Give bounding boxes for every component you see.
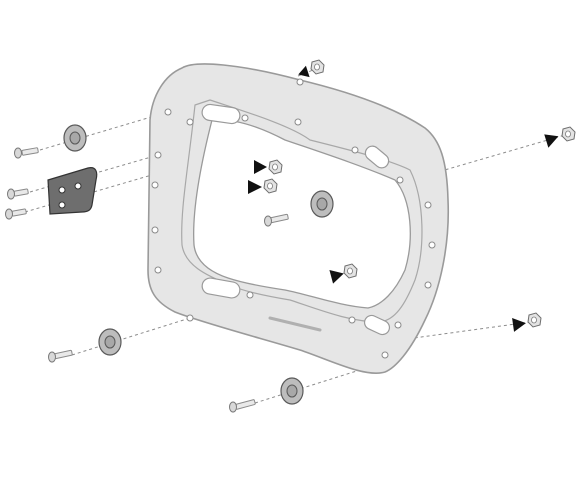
arrow-center-lower [329, 270, 344, 284]
spacer-bottom [280, 377, 304, 405]
frame-mounting-holes [151, 78, 436, 359]
nut-top [310, 59, 325, 75]
frame-cutout [193, 119, 411, 309]
frame-slot-right [364, 145, 390, 169]
leader-lower-left [71, 317, 191, 356]
frame-slot-lower [201, 277, 241, 299]
nut-center-lower [343, 263, 358, 279]
bolt-bottom [229, 399, 256, 413]
spacer-lower-left [98, 328, 122, 356]
bolt-lower-left [48, 349, 73, 363]
nut-inner-lower [263, 178, 278, 194]
bolt-bracket-upper [7, 188, 29, 200]
nut-right [561, 126, 576, 142]
leader-upper-left [39, 111, 169, 151]
brand-logo-embossed [268, 316, 322, 332]
frame-slot-upper [201, 103, 241, 125]
arrow-right [544, 134, 559, 148]
bolt-bracket-lower [5, 208, 27, 220]
arrow-lower-right [512, 318, 526, 332]
arrow-inner-upper [254, 160, 267, 174]
side-carrier-frame [147, 63, 450, 374]
nut-inner-upper [268, 159, 283, 175]
mounting-bracket [47, 167, 98, 215]
frame-slot-bottom [363, 314, 391, 336]
spacer-center [310, 190, 334, 218]
arrow-top [298, 65, 310, 78]
assembly-arrows [248, 65, 559, 332]
bolt-center [264, 213, 289, 227]
arrow-inner-lower [248, 180, 262, 194]
bolt-upper-left [14, 147, 39, 159]
leader-bottom [254, 357, 399, 404]
spacer-upper-left [63, 124, 87, 152]
nut-lower-right [527, 312, 542, 328]
